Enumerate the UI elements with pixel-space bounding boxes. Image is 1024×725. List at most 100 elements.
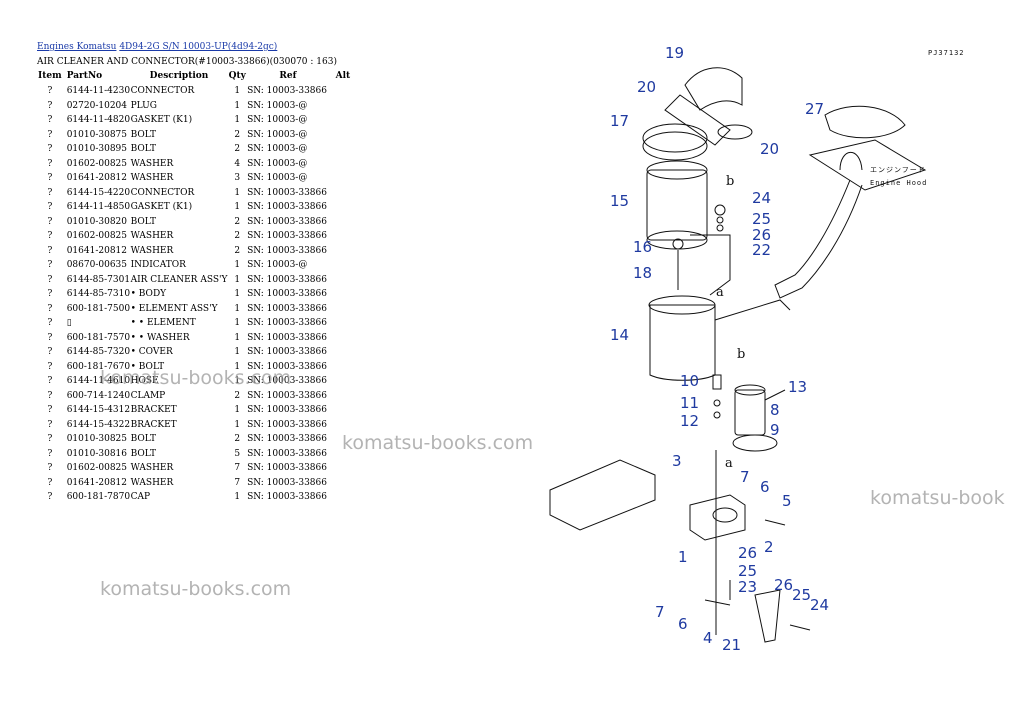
cell-alt bbox=[329, 99, 357, 114]
callout-20b: 20 bbox=[760, 140, 779, 158]
cell-qty: 2 bbox=[234, 129, 241, 140]
callout-12: 12 bbox=[680, 412, 699, 430]
cell-description: BOLT bbox=[130, 448, 157, 459]
table-header-row: Item PartNo Description Qty Ref Alt bbox=[37, 69, 357, 84]
cell-qty: 1 bbox=[234, 274, 241, 285]
bracket-21 bbox=[754, 589, 781, 643]
callout-26c: 26 bbox=[774, 576, 793, 594]
cell-ref: SN: 10003-33866 bbox=[247, 245, 327, 256]
cell-partno: 6144-15-4312 bbox=[66, 405, 131, 415]
cell-description: GASKET (K1) bbox=[130, 115, 193, 125]
callout-16: 16 bbox=[633, 238, 652, 256]
cell-qty: 2 bbox=[234, 245, 241, 256]
cell-alt bbox=[329, 316, 357, 331]
cell-partno: 01010-30875 bbox=[66, 129, 128, 140]
clamp-20 bbox=[717, 124, 753, 140]
cell-ref: SN: 10003-33866 bbox=[247, 390, 327, 401]
callout-24: 24 bbox=[752, 189, 771, 207]
washer-7 bbox=[704, 599, 731, 606]
washer-16 bbox=[672, 238, 684, 250]
cell-item: ? bbox=[47, 245, 53, 256]
cell-ref: SN: 10003-@ bbox=[247, 129, 308, 140]
cell-item: ? bbox=[47, 144, 53, 154]
cell-ref: SN: 10003-33866 bbox=[247, 274, 327, 285]
cell-item: ? bbox=[47, 303, 53, 314]
cell-description: WASHER bbox=[130, 158, 174, 169]
connector-8 bbox=[734, 389, 766, 436]
cell-description: CONNECTOR bbox=[130, 187, 195, 198]
cell-alt bbox=[329, 157, 357, 172]
cell-partno: 01602-00825 bbox=[66, 231, 128, 241]
cell-ref: SN: 10003-33866 bbox=[247, 231, 327, 241]
cell-qty: 1 bbox=[234, 100, 241, 111]
cell-alt bbox=[329, 461, 357, 476]
callout-20: 20 bbox=[637, 78, 656, 96]
cell-item: ? bbox=[47, 405, 53, 415]
cell-description: PLUG bbox=[130, 100, 157, 111]
cell-description: BRACKET bbox=[130, 405, 177, 415]
air-intake-manifold bbox=[549, 459, 656, 531]
exploded-parts-diagram: PJ37132 エンジンフード Engine Hood 19 20 17 20 … bbox=[549, 44, 964, 654]
callout-23: 23 bbox=[738, 578, 757, 596]
element-15 bbox=[646, 169, 708, 241]
cell-alt bbox=[329, 273, 357, 288]
hose-20 bbox=[664, 94, 731, 146]
cell-partno: 6144-85-7310 bbox=[66, 289, 131, 299]
cell-item: ? bbox=[47, 173, 53, 183]
cell-partno: 6144-11-4820 bbox=[66, 115, 131, 125]
cell-item: ? bbox=[47, 260, 53, 270]
cell-description: HOSE bbox=[130, 376, 159, 386]
cell-item: ? bbox=[47, 100, 53, 111]
cell-description: • • WASHER bbox=[130, 332, 190, 343]
bolt-5 bbox=[764, 519, 786, 526]
breadcrumb: Engines Komatsu 4D94-2G S/N 10003-UP(4d9… bbox=[37, 40, 357, 55]
cell-ref: SN: 10003-33866 bbox=[247, 492, 327, 502]
cell-description: • BOLT bbox=[130, 361, 165, 372]
bolt-24 bbox=[714, 204, 726, 216]
callout-18: 18 bbox=[633, 264, 652, 282]
cell-item: ? bbox=[47, 187, 53, 198]
cell-ref: SN: 10003-33866 bbox=[247, 448, 327, 459]
cell-description: INDICATOR bbox=[130, 260, 186, 270]
cell-item: ? bbox=[47, 492, 53, 502]
engine-hood-label: Engine Hood bbox=[870, 179, 927, 187]
engine-hood-jp-label: エンジンフード bbox=[870, 166, 926, 174]
cell-description: BOLT bbox=[130, 434, 157, 444]
cell-qty: 5 bbox=[234, 448, 241, 459]
cell-alt bbox=[329, 142, 357, 157]
cell-qty: 3 bbox=[234, 173, 241, 183]
cell-item: ? bbox=[47, 86, 53, 96]
cell-description: WASHER bbox=[130, 463, 174, 473]
cell-alt bbox=[329, 360, 357, 375]
cell-item: ? bbox=[47, 274, 53, 285]
cell-partno: 01641-20812 bbox=[66, 173, 128, 183]
cell-partno: 6144-11-4230 bbox=[66, 86, 131, 96]
cell-ref: SN: 10003-33866 bbox=[247, 347, 327, 357]
breadcrumb-link-model[interactable]: 4D94-2G S/N 10003-UP(4d94-2gc) bbox=[119, 42, 278, 52]
callout-25b: 25 bbox=[738, 562, 757, 580]
parts-table: Item PartNo Description Qty Ref Alt ?614… bbox=[37, 69, 357, 505]
header-item: Item bbox=[38, 71, 62, 82]
cell-qty: 1 bbox=[234, 289, 241, 299]
cell-alt bbox=[329, 476, 357, 491]
ref-letter-b: b bbox=[737, 347, 745, 362]
cell-description: CAP bbox=[130, 492, 151, 502]
cell-partno: 01010-30825 bbox=[66, 434, 128, 444]
cell-qty: 1 bbox=[234, 187, 241, 198]
cell-alt bbox=[329, 113, 357, 128]
watermark: komatsu-books.com bbox=[100, 578, 292, 600]
callout-24b: 24 bbox=[810, 596, 829, 614]
breadcrumb-link-engines[interactable]: Engines Komatsu bbox=[37, 42, 117, 52]
callout-19: 19 bbox=[665, 44, 684, 62]
callout-9: 9 bbox=[770, 421, 780, 439]
cell-qty: 1 bbox=[234, 405, 241, 415]
cell-ref: SN: 10003-33866 bbox=[247, 318, 327, 328]
cell-alt bbox=[329, 84, 357, 99]
